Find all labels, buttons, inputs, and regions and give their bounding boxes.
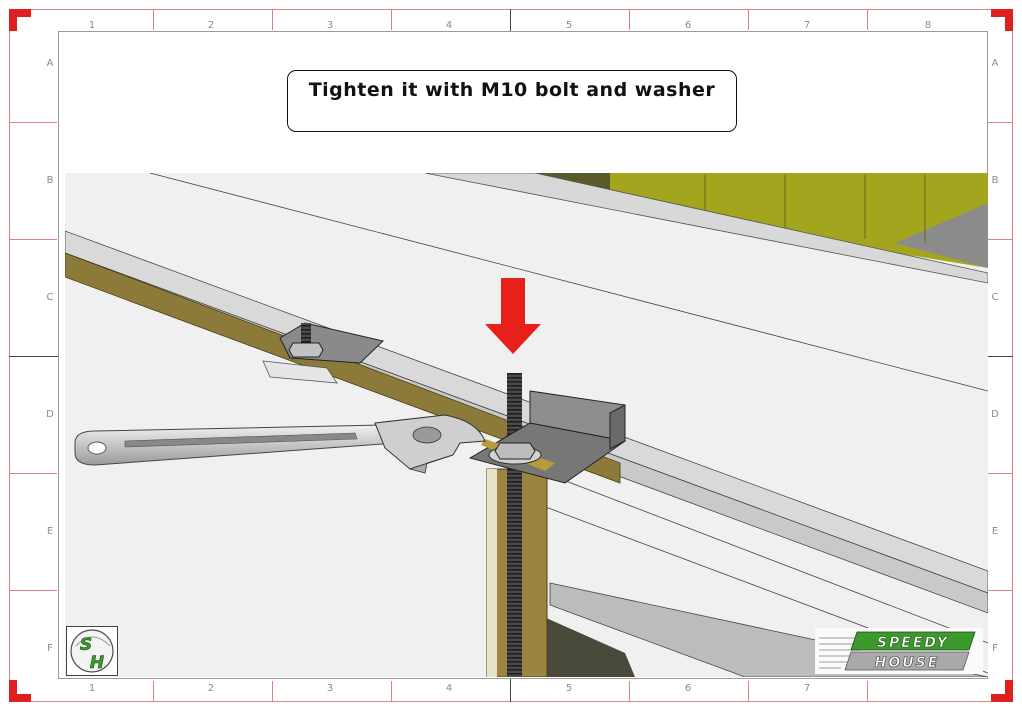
zone-row-label: B xyxy=(46,175,54,186)
speedy-logo-line1: SPEEDY xyxy=(877,635,949,651)
zone-center-mark xyxy=(510,9,511,43)
zone-column-label: 5 xyxy=(565,20,573,31)
zone-row-label: B xyxy=(991,175,999,186)
corner-mark-top-left xyxy=(9,9,31,31)
zone-column-label: 2 xyxy=(207,20,215,31)
zone-divider xyxy=(153,681,154,702)
corner-mark-bottom-right xyxy=(991,680,1013,702)
zone-row-label: C xyxy=(46,292,54,303)
small-bracket-plate xyxy=(262,360,338,384)
zone-divider xyxy=(629,681,630,702)
wrench-worm-gear xyxy=(412,426,442,444)
small-bolt xyxy=(301,323,311,345)
wrench-slot xyxy=(124,432,358,448)
outer-frame xyxy=(9,9,1013,702)
zone-divider xyxy=(9,473,57,474)
zone-row-label: D xyxy=(46,409,54,420)
vertical-post-light xyxy=(487,469,497,677)
threaded-rod xyxy=(507,373,522,677)
zone-divider xyxy=(867,681,868,702)
dark-opening xyxy=(535,613,635,677)
speedy-logo-line2: HOUSE xyxy=(875,655,940,671)
grey-floor-patch xyxy=(895,203,988,268)
wood-strip xyxy=(65,252,621,484)
zone-row-label: E xyxy=(991,526,999,537)
zone-center-mark xyxy=(510,668,511,702)
zone-divider xyxy=(988,590,1013,591)
zone-column-label: 2 xyxy=(207,683,215,694)
main-beam-top xyxy=(65,230,988,594)
nut xyxy=(494,442,536,460)
perspective-line xyxy=(149,173,988,392)
zone-column-label: 6 xyxy=(684,20,692,31)
zone-divider xyxy=(391,9,392,30)
zone-row-label: F xyxy=(992,643,998,654)
instruction-text: Tighten it with M10 bolt and washer xyxy=(308,79,716,101)
red-down-arrow xyxy=(485,278,541,354)
zone-divider xyxy=(988,239,1013,240)
zone-divider xyxy=(272,681,273,702)
zone-row-label: A xyxy=(46,58,54,69)
zone-column-label: 4 xyxy=(445,683,453,694)
zone-divider xyxy=(867,9,868,30)
zone-column-label: 8 xyxy=(924,20,932,31)
zone-center-mark xyxy=(9,356,69,357)
zone-row-label: F xyxy=(47,643,53,654)
sh-logo: S H xyxy=(66,626,118,676)
zone-row-label: C xyxy=(991,292,999,303)
corner-mark-top-right xyxy=(991,9,1013,31)
zone-column-label: 5 xyxy=(565,683,573,694)
zone-divider xyxy=(988,473,1013,474)
zone-divider xyxy=(9,239,57,240)
perspective-line xyxy=(544,472,988,644)
zone-divider xyxy=(272,9,273,30)
zone-column-label: 1 xyxy=(88,20,96,31)
corner-mark-bottom-left xyxy=(9,680,31,702)
assembly-illustration xyxy=(65,173,988,677)
zone-column-label: 3 xyxy=(326,683,334,694)
wrench-hole xyxy=(87,441,107,455)
speedy-house-logo: SPEEDY HOUSE xyxy=(815,628,983,674)
sh-logo-letter-s: S xyxy=(80,635,92,655)
zone-column-label: 1 xyxy=(88,683,96,694)
zone-row-label: D xyxy=(991,409,999,420)
zone-row-label: A xyxy=(991,58,999,69)
zone-column-label: 4 xyxy=(445,20,453,31)
wrench-jaw xyxy=(408,454,454,474)
zone-divider xyxy=(988,122,1013,123)
zone-divider xyxy=(9,590,57,591)
zone-column-label: 7 xyxy=(803,20,811,31)
zone-divider xyxy=(153,9,154,30)
zone-column-label: 3 xyxy=(326,20,334,31)
zone-divider xyxy=(748,9,749,30)
zone-column-label: 7 xyxy=(803,683,811,694)
sh-logo-letter-h: H xyxy=(90,653,104,673)
small-nut xyxy=(288,342,324,358)
zone-divider xyxy=(391,681,392,702)
angle-bracket-side xyxy=(609,404,626,450)
upper-rail xyxy=(424,173,988,284)
zone-divider xyxy=(629,9,630,30)
zone-row-label: E xyxy=(46,526,54,537)
zone-divider xyxy=(748,681,749,702)
instruction-box: Tighten it with M10 bolt and washer xyxy=(287,70,737,132)
zone-divider xyxy=(9,122,57,123)
zone-center-mark xyxy=(976,356,1013,357)
zone-column-label: 6 xyxy=(684,683,692,694)
